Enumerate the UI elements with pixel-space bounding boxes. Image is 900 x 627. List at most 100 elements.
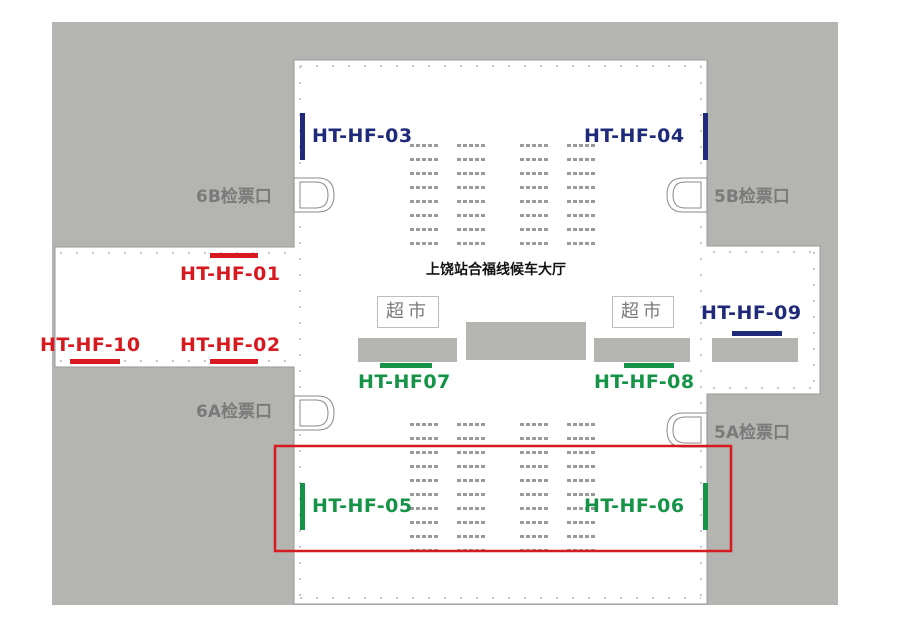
seat: [520, 242, 524, 245]
seat: [475, 228, 479, 231]
seat: [457, 158, 461, 161]
screen-marker-hf06: [703, 483, 708, 530]
seat: [532, 535, 536, 538]
seat: [520, 507, 524, 510]
seat: [434, 507, 438, 510]
seat: [469, 423, 473, 426]
seat: [463, 186, 467, 189]
seat: [481, 535, 485, 538]
seat: [428, 437, 432, 440]
seat: [410, 451, 414, 454]
seat: [526, 158, 530, 161]
seat: [538, 144, 542, 147]
screen-marker-hf01: [210, 253, 258, 258]
seat: [591, 214, 595, 217]
screen-marker-hf02: [210, 359, 258, 364]
seat: [457, 200, 461, 203]
seat: [481, 242, 485, 245]
seat: [544, 521, 548, 524]
seat: [416, 172, 420, 175]
seat: [457, 242, 461, 245]
seating-upper: [410, 144, 595, 245]
seat: [520, 451, 524, 454]
seat: [520, 200, 524, 203]
seat: [422, 451, 426, 454]
seat: [469, 172, 473, 175]
seat: [532, 200, 536, 203]
seat: [520, 172, 524, 175]
seat: [434, 214, 438, 217]
seat: [410, 423, 414, 426]
seat: [532, 423, 536, 426]
seat: [416, 423, 420, 426]
seat: [573, 228, 577, 231]
seat: [585, 437, 589, 440]
seat: [532, 172, 536, 175]
seat: [416, 507, 420, 510]
seat: [520, 521, 524, 524]
seat: [567, 144, 571, 147]
seat: [434, 200, 438, 203]
seat: [567, 214, 571, 217]
seat: [434, 158, 438, 161]
seat: [585, 242, 589, 245]
seat: [416, 493, 420, 496]
seat: [422, 144, 426, 147]
seat: [532, 144, 536, 147]
screen-label-hf06: HT-HF-06: [584, 495, 685, 517]
seat: [538, 521, 542, 524]
seat: [520, 186, 524, 189]
seat: [410, 144, 414, 147]
seat: [544, 479, 548, 482]
gate-6a-label: 6A检票口: [196, 402, 272, 422]
gate-6a-turnstile: [293, 395, 335, 431]
seat: [520, 228, 524, 231]
seat: [416, 479, 420, 482]
seat: [579, 423, 583, 426]
seat: [481, 214, 485, 217]
screen-label-hf03: HT-HF-03: [312, 125, 413, 147]
seat: [573, 172, 577, 175]
seat: [544, 144, 548, 147]
seat: [567, 535, 571, 538]
seat: [410, 228, 414, 231]
seat: [520, 465, 524, 468]
seat: [434, 228, 438, 231]
seat: [457, 521, 461, 524]
seat: [526, 535, 530, 538]
seat: [544, 451, 548, 454]
seat: [416, 437, 420, 440]
seat: [526, 521, 530, 524]
counter-far-right: [712, 338, 798, 362]
seat: [573, 242, 577, 245]
seat: [469, 158, 473, 161]
seat: [573, 465, 577, 468]
seat: [591, 228, 595, 231]
seat: [410, 479, 414, 482]
seat: [591, 535, 595, 538]
seat: [538, 451, 542, 454]
seat: [538, 214, 542, 217]
seat: [526, 465, 530, 468]
seat: [567, 158, 571, 161]
seat: [579, 200, 583, 203]
seat: [579, 451, 583, 454]
seat: [567, 507, 571, 510]
seat: [428, 507, 432, 510]
seat: [567, 493, 571, 496]
seat: [463, 465, 467, 468]
screen-marker-hf08: [624, 363, 674, 368]
seat: [567, 172, 571, 175]
seat: [410, 535, 414, 538]
seat: [544, 423, 548, 426]
shop-right: 超市: [612, 296, 674, 328]
seat: [469, 214, 473, 217]
seat: [526, 228, 530, 231]
seat: [457, 172, 461, 175]
seat: [475, 493, 479, 496]
seat: [579, 437, 583, 440]
seat: [410, 200, 414, 203]
seat: [573, 158, 577, 161]
seat: [434, 521, 438, 524]
seat: [520, 437, 524, 440]
